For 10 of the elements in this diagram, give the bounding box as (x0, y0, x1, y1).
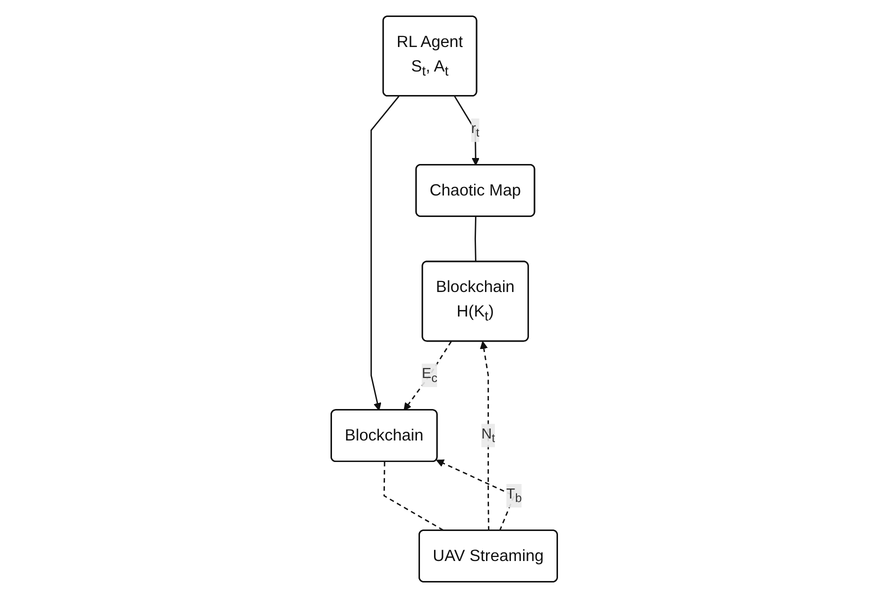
arrow (480, 340, 490, 530)
edge-label: N$_{t}$ (481, 426, 495, 444)
arrow (370, 95, 400, 410)
arrow (454, 95, 480, 166)
edge-label: T$_{b}$ (506, 486, 522, 504)
connector (383, 461, 444, 531)
edge-label: r$_{t}$ (470, 120, 480, 139)
connector (474, 216, 476, 262)
arrow (403, 340, 452, 410)
edge-label: E$_{c}$ (421, 366, 438, 384)
